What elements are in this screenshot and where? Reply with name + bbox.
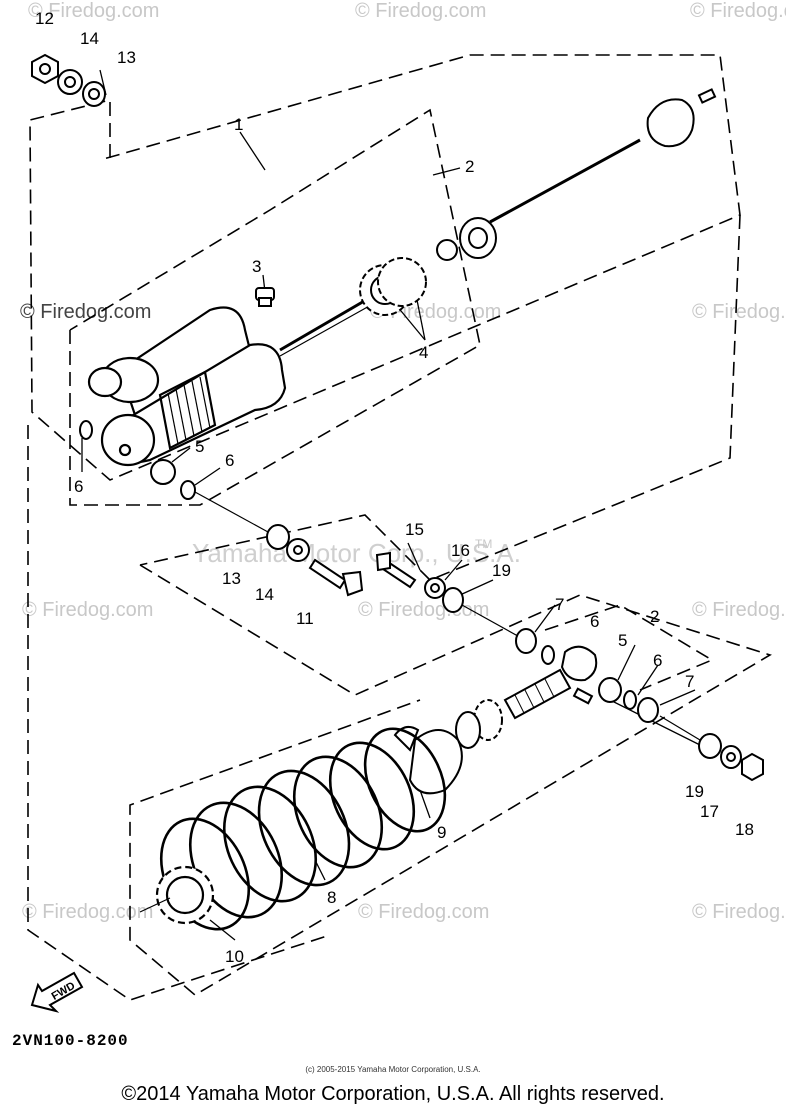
watermark: © Firedog.com [355,0,486,22]
watermark: © Firedog.com [692,901,786,923]
lock-nut [377,257,427,307]
callout: 10 [225,947,244,966]
watermark: © Firedog.com [22,599,153,621]
eye-bolt-hole [118,443,132,457]
left-boundary-lower [27,425,331,1001]
adjusting-nut-pair [359,257,427,316]
tm-mark: TM [475,537,492,551]
callout: 13 [117,48,136,67]
damper-ribs [158,370,217,450]
callout: 6 [590,612,599,631]
callout: 6 [74,477,83,496]
shock-assembly-boundary [29,54,741,481]
bleed-bolt [255,287,275,307]
nut-18 [741,752,764,782]
callout: 14 [255,585,274,604]
small-copyright: (c) 2005-2015 Yamaha Motor Corporation, … [305,1065,481,1074]
o-ring-6 [623,690,637,710]
footer-copyright: ©2014 Yamaha Motor Corporation, U.S.A. A… [121,1083,665,1105]
callout: 13 [222,569,241,588]
callout: 7 [555,595,564,614]
o-ring [79,420,93,440]
rod-pin [697,88,717,104]
top-fasteners [31,53,106,107]
rod-end [560,645,598,682]
callout: 5 [195,437,204,456]
washer [436,239,458,261]
callout: 9 [437,823,446,842]
absorber-subassembly-boundary [69,108,481,506]
callout: 1 [234,115,243,134]
callout: 19 [492,561,511,580]
upper-rod-assembly [436,88,717,261]
watermark: © Firedog.com [20,301,151,323]
center-watermark: Yamaha Motor Corp., U.S.A. [192,538,521,568]
callout: 12 [35,9,54,28]
watermark: © Firedog.com [358,901,489,923]
callout: 6 [653,651,662,670]
callout: 11 [296,609,314,628]
coil-spring [159,727,447,931]
callout: 3 [252,257,261,276]
watermark: © Firedog.com [28,0,159,22]
threaded-rod [503,668,572,720]
forward-arrow-icon: FWD [30,971,84,1013]
collar-19 [698,733,722,759]
damper-eye [100,413,156,467]
spring-adjuster-ring [139,865,215,925]
callout: 17 [700,802,719,821]
callout: 16 [451,541,470,560]
bushing-group-boundary [544,604,714,691]
rubber-bumper [646,98,695,148]
nut [455,711,481,749]
o-ring-6 [541,645,555,665]
watermark: © Firedog.com [22,901,153,923]
callout: 18 [735,820,754,839]
o-ring [180,480,196,500]
callout-numbers: 12 14 13 1 2 3 4 5 6 6 13 14 11 15 16 19… [35,9,754,966]
lower-bushings [515,628,659,723]
bushing-7 [515,628,537,654]
bushing-5 [598,677,622,703]
assembly-boundaries [27,54,772,1001]
spring-group-boundary [129,564,772,996]
body-bushings [79,420,269,533]
bolt-11 [308,558,347,590]
bushing-5 [150,459,176,485]
pin [572,687,594,705]
callout: 19 [685,782,704,801]
reservoir-mount [87,366,123,398]
callout: 5 [618,631,627,650]
watermark: © Firedog.com [692,599,786,621]
callout: 4 [419,343,428,362]
callout: 6 [225,451,234,470]
shock-absorber-body [87,291,381,467]
callout: 2 [465,157,474,176]
bushing-7 [637,697,659,723]
collar-19 [442,587,464,613]
callout: 2 [650,607,659,626]
middle-fasteners [266,524,526,641]
callout: 7 [685,672,694,691]
lower-fasteners [659,715,764,782]
watermark: © Firedog.com [690,0,786,22]
callout: 8 [327,888,336,907]
callout: 14 [80,29,99,48]
watermark: © Firedog.com [358,599,489,621]
part-number: 2VN100-8200 [12,1032,129,1050]
callout: 15 [405,520,424,539]
watermark: © Firedog.com [692,301,786,323]
collar-13 [266,524,290,550]
spring-seat-assembly [393,668,572,795]
